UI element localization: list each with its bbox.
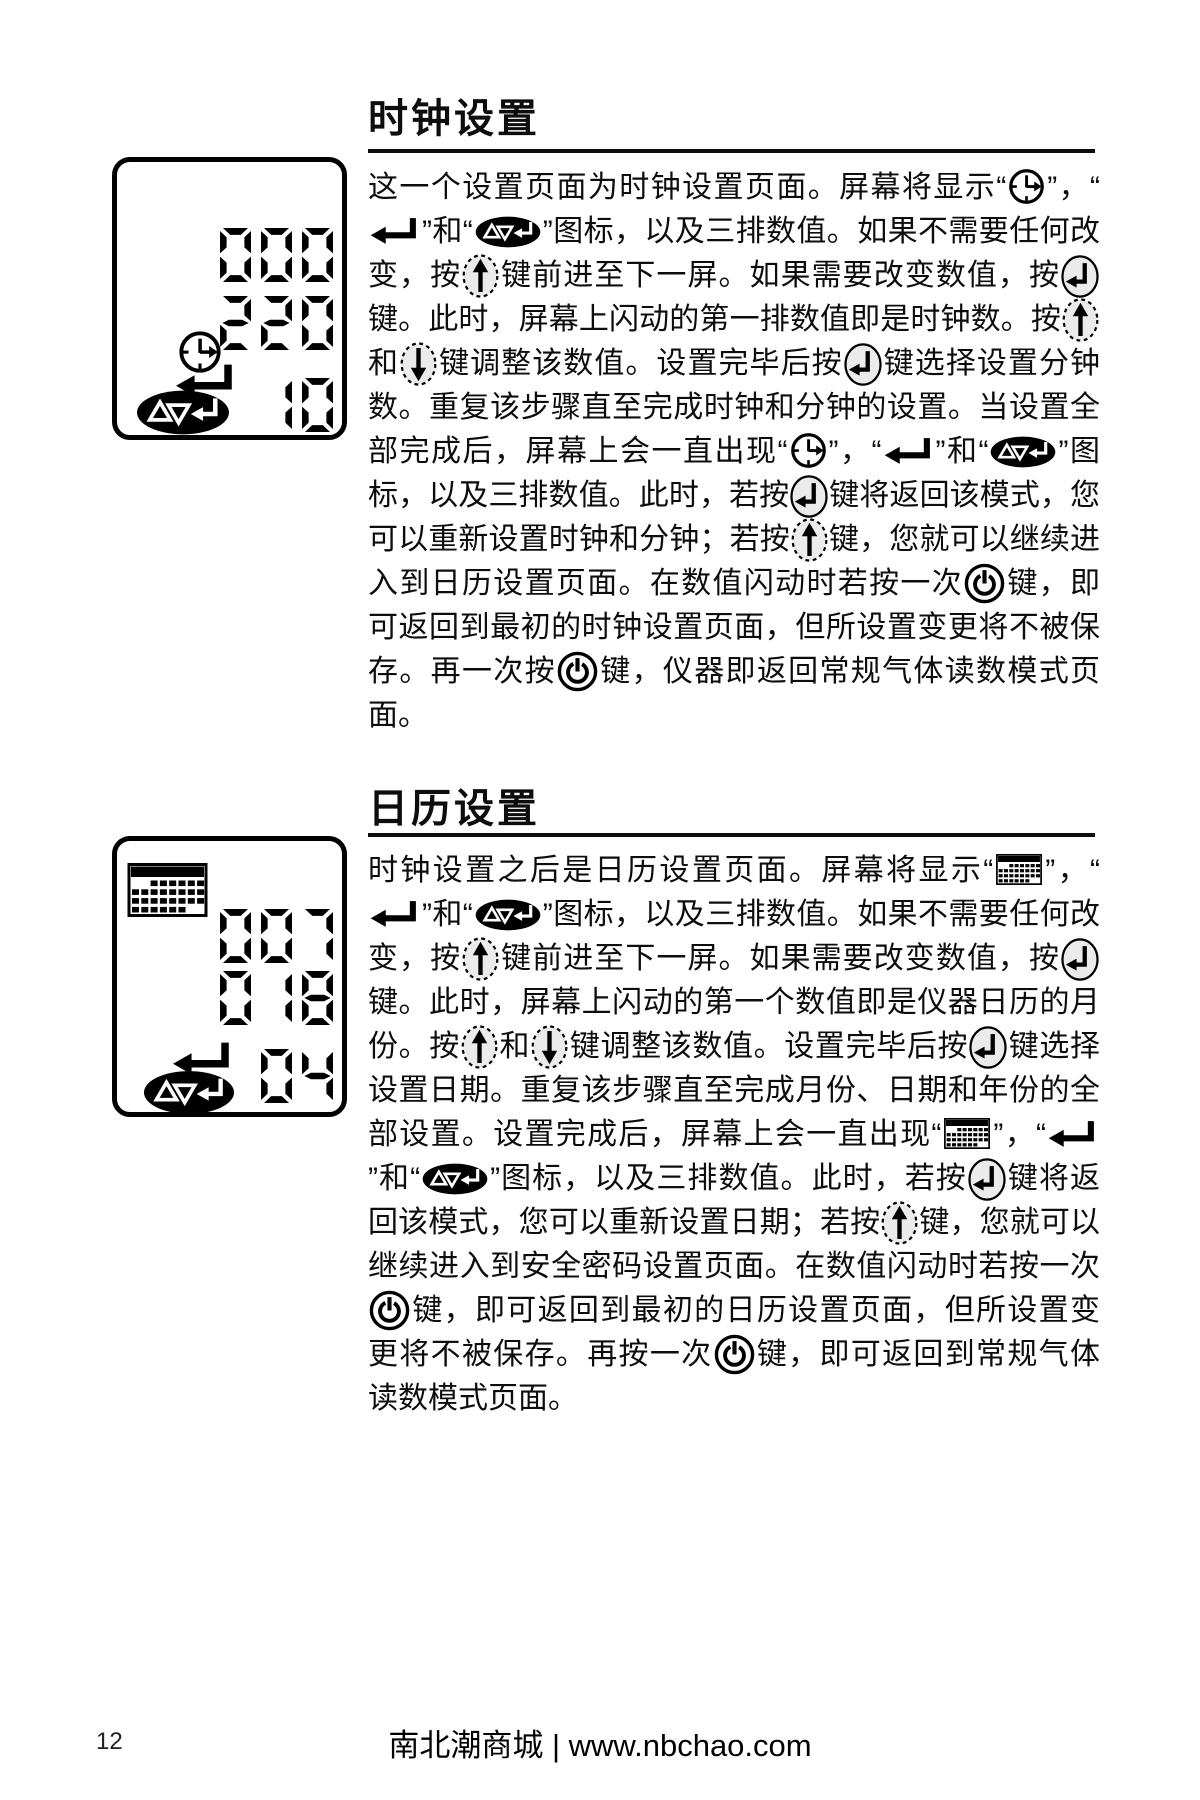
text-run: ”和“ xyxy=(368,1162,421,1195)
power-key-icon xyxy=(369,1290,410,1331)
clock-icon xyxy=(1008,168,1045,205)
enter-key-icon xyxy=(969,1026,1007,1069)
text-run: 键。此时，屏幕上闪动的第一排数值即是时钟数。按 xyxy=(368,303,1061,336)
text-run: 键将返回该模式，您可以重新设置时钟和分钟；若按 xyxy=(368,479,1101,556)
up-key-icon xyxy=(1062,298,1099,342)
enter-arrow-icon xyxy=(370,899,420,929)
up-key-icon xyxy=(461,1025,498,1069)
footer-site-text: 南北潮商城 | www.nbchao.com xyxy=(388,1728,812,1763)
text-run: 键，即可返回到最初的时钟设置页面，但所设置变更将不被保存。再一次按 xyxy=(368,567,1101,688)
seven-segment-row xyxy=(211,908,334,964)
power-key-icon xyxy=(557,651,598,692)
enter-arrow-icon xyxy=(168,1040,238,1077)
text-run: ”和“ xyxy=(422,215,473,248)
text-run: 键，即可返回到常规气体读数模式页面。 xyxy=(368,1338,1100,1415)
seven-segment-row xyxy=(211,227,334,283)
text-run: 键调整该数值。设置完毕后按 xyxy=(438,347,843,380)
up-key-icon xyxy=(462,937,499,981)
lcd-display-calendar xyxy=(112,836,347,1117)
power-key-icon xyxy=(714,1334,755,1375)
page-number: 12 xyxy=(96,1728,123,1755)
updown-enter-oval-icon xyxy=(475,899,541,931)
text-run: 键，您就可以继续进入到日历设置页面。在数值闪动时若按一次 xyxy=(368,523,1101,600)
text-run: 和 xyxy=(368,347,400,380)
text-run: ”图标，以及三排数值。此时，若按 xyxy=(368,435,1100,512)
text-run: 时钟设置之后是日历设置页面。屏幕将显示“ xyxy=(368,854,994,887)
text-run: ”图标，以及三排数值。此时，若按 xyxy=(490,1162,967,1195)
calendar-paragraph: 时钟设置之后是日历设置页面。屏幕将显示“”，“”和“”图标，以及三排数值。如果不… xyxy=(368,849,1100,1421)
text-run: 键选择设置日期。重复该步骤直至完成月份、日期和年份的全部设置。设置完成后，屏幕上… xyxy=(368,1030,1101,1151)
enter-key-icon xyxy=(844,343,882,386)
enter-arrow-icon xyxy=(1048,1119,1098,1149)
clock-icon xyxy=(790,432,827,469)
updown-enter-oval-icon xyxy=(990,436,1056,468)
text-run: 键，即可返回到最初的日历设置页面，但所设置变更将不被保存。再按一次 xyxy=(368,1294,1100,1371)
text-run: ”图标，以及三排数值。如果不需要任何改变，按 xyxy=(368,215,1101,292)
updown-enter-oval-icon xyxy=(475,216,541,248)
enter-key-icon xyxy=(968,1158,1006,1201)
enter-arrow-icon xyxy=(370,216,420,246)
text-run: 键调整该数值。设置完毕后按 xyxy=(569,1030,969,1063)
up-key-icon xyxy=(462,254,499,298)
updown-enter-oval-icon xyxy=(135,390,231,435)
seven-segment-row xyxy=(252,1048,334,1104)
power-key-icon xyxy=(964,563,1005,604)
text-run: 键，您就可以继续进入到安全密码设置页面。在数值闪动时若按一次 xyxy=(368,1206,1101,1283)
enter-arrow-icon xyxy=(884,436,934,466)
seven-segment-row xyxy=(211,295,334,351)
seven-segment-row xyxy=(211,970,334,1026)
text-run: 键前进至下一屏。如果需要改变数值，按 xyxy=(500,259,1061,292)
down-key-icon xyxy=(400,342,437,386)
calendar-icon xyxy=(944,1118,991,1149)
clock-section-title: 时钟设置 xyxy=(368,96,540,141)
text-run: 键。此时，屏幕上闪动的第一个数值即是仪器日历的月份。按 xyxy=(368,986,1100,1063)
enter-key-icon xyxy=(1061,938,1099,981)
up-key-icon xyxy=(881,1201,918,1245)
clock-paragraph: 这一个设置页面为时钟设置页面。屏幕将显示“”，“”和“”图标，以及三排数值。如果… xyxy=(368,166,1100,738)
updown-enter-oval-icon xyxy=(422,1163,488,1195)
text-run: 和 xyxy=(498,1030,531,1063)
seven-segment-row xyxy=(252,377,334,433)
text-run: ”和“ xyxy=(935,435,989,468)
calendar-title-rule xyxy=(368,833,1095,837)
text-run: 键将返回该模式，您可以重新设置日期；若按 xyxy=(368,1162,1100,1239)
clock-title-rule xyxy=(368,149,1095,153)
text-run: 键，仪器即返回常规气体读数模式页面。 xyxy=(368,655,1101,732)
text-run: ”图标，以及三排数值。如果不需要任何改变，按 xyxy=(368,898,1101,975)
text-run: ”，“ xyxy=(1047,171,1100,204)
lcd-display-clock xyxy=(112,157,347,440)
up-key-icon xyxy=(791,518,828,562)
enter-key-icon xyxy=(1061,255,1099,298)
calendar-icon xyxy=(996,854,1043,885)
clock-icon xyxy=(178,330,222,374)
text-run: ”和“ xyxy=(422,898,473,931)
calendar-icon xyxy=(127,863,208,917)
text-run: ”，“ xyxy=(993,1118,1046,1151)
down-key-icon xyxy=(531,1025,568,1069)
text-run: 键选择设置分钟数。重复该步骤直至完成时钟和分钟的设置。当设置全部完成后，屏幕上会… xyxy=(368,347,1101,468)
updown-enter-oval-icon xyxy=(143,1070,235,1115)
text-run: 键前进至下一屏。如果需要改变数值，按 xyxy=(500,942,1061,975)
calendar-section-title: 日历设置 xyxy=(368,786,540,831)
text-run: 这一个设置页面为时钟设置页面。屏幕将显示“ xyxy=(368,171,1007,204)
text-run: ”，“ xyxy=(828,435,882,468)
enter-key-icon xyxy=(790,475,828,518)
text-run: ”，“ xyxy=(1045,854,1100,887)
